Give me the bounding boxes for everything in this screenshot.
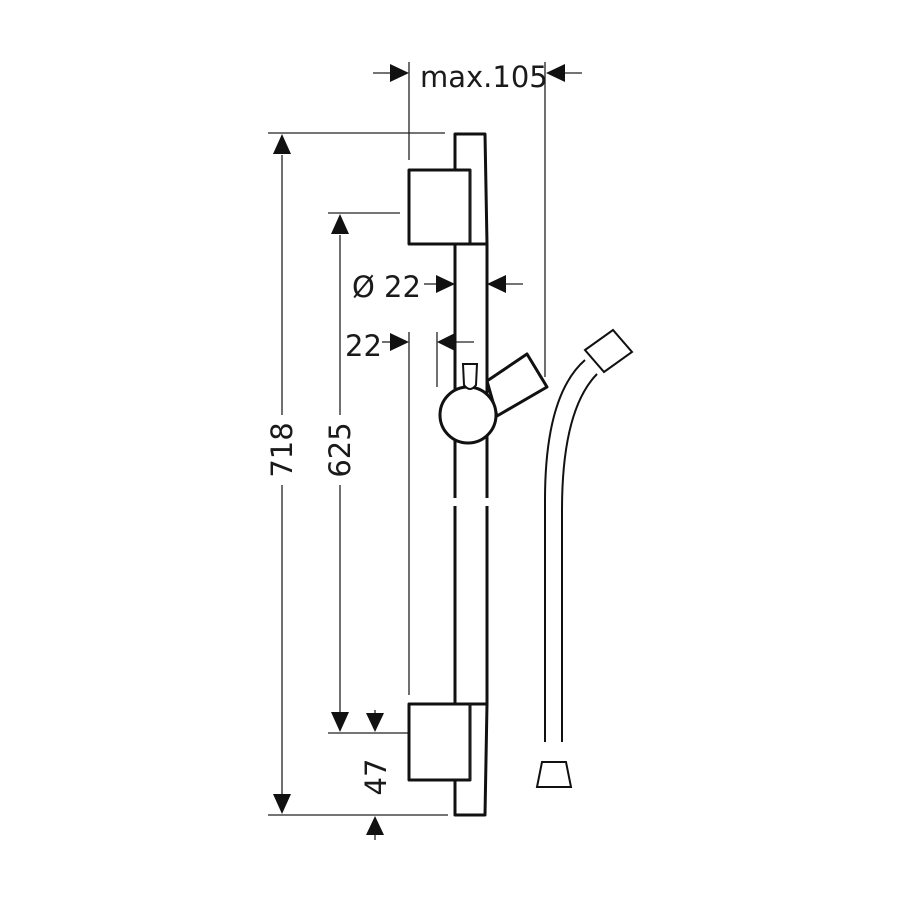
dimension-47: 47 [359, 710, 393, 840]
dim-offset-label: 22 [345, 329, 382, 363]
dimension-718: 718 [265, 132, 448, 816]
dim-718-label: 718 [265, 422, 299, 477]
dimension-diameter-22: Ø 22 [352, 270, 523, 304]
dimension-offset-22: 22 [345, 329, 474, 695]
dim-47-label: 47 [359, 759, 393, 796]
dim-max105-label: max.105 [420, 60, 548, 94]
shower-hose [535, 328, 634, 788]
dimension-max105: max.105 [373, 60, 582, 377]
dimension-625: 625 [323, 212, 408, 734]
dim-625-label: 625 [323, 422, 357, 477]
slider [438, 352, 549, 445]
bottom-bracket [407, 702, 472, 782]
top-bracket [407, 168, 472, 246]
dim-diameter-label: Ø 22 [352, 270, 421, 304]
shower-rail [407, 132, 489, 817]
